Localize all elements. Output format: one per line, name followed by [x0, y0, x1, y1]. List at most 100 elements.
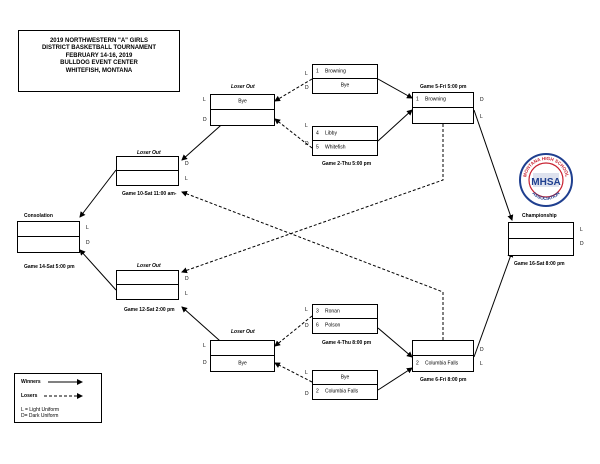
game-5-label: Game 5-Fri 5:00 pm: [420, 84, 467, 90]
consolation-heading: Consolation: [24, 213, 53, 219]
championship-top-slot: [509, 223, 573, 239]
game-2-top-uniform: L: [305, 123, 308, 129]
win-g3-to-g6: [377, 327, 413, 358]
game-1-bottom-uniform: D: [305, 85, 309, 91]
loser-out-1-heading: Loser Out: [231, 84, 255, 90]
game-12-heading: Loser Out: [137, 263, 161, 269]
game-2-bottom-slot: 5 Whitefish: [313, 141, 377, 155]
game-5-bottom-slot: [413, 108, 473, 123]
game-6-bottom-seed: 2: [416, 360, 419, 366]
game-4-top-team: Bye: [340, 374, 350, 380]
championship-heading: Championship: [522, 213, 557, 219]
title-line-4: BULLDOG EVENT CENTER: [60, 60, 138, 67]
game-2-top-slot: 4 Libby: [313, 127, 377, 141]
game-2-bottom-uniform: D: [305, 141, 309, 147]
game-6-top-uniform: D: [480, 347, 484, 353]
win-g5-to-championship: [473, 109, 514, 221]
game-2-bottom-seed: 5: [316, 144, 319, 151]
championship-top-uniform: L: [580, 227, 583, 233]
game-2-top-team: Libby: [325, 130, 337, 136]
game-5-top-slot: 1 Browning: [413, 93, 473, 108]
game-10-top-slot: [117, 157, 178, 171]
game-1-box: 1 Browning Bye: [312, 64, 378, 94]
loser-out-2-top-uniform: L: [203, 343, 206, 349]
game-2-bottom-team: Whitefish: [325, 144, 346, 151]
game-10-top-uniform: D: [185, 161, 189, 167]
loser-out-1-box: Bye: [210, 94, 275, 126]
title-line-5: WHITEFISH, MONTANA: [65, 67, 133, 74]
loser-out-2-box: Bye: [210, 340, 275, 372]
game-2-box: 4 Libby 5 Whitefish: [312, 126, 378, 156]
game-6-bottom-slot: 2 Columbia Falls: [413, 356, 473, 371]
lose-g5-to-g12: [181, 124, 444, 274]
loser-out-1-bottom-uniform: D: [203, 117, 207, 123]
loser-out-2-bottom-slot: Bye: [211, 356, 274, 371]
loser-out-2-bottom-uniform: D: [203, 360, 207, 366]
game-3-bottom-slot: 6 Polson: [313, 319, 377, 333]
game-6-label: Game 6-Fri 8:00 pm: [420, 377, 467, 383]
game-3-top-uniform: L: [305, 307, 308, 313]
game-2-label: Game 2-Thu 5:00 pm: [322, 161, 372, 167]
game-2-top-seed: 4: [316, 130, 319, 136]
game-5-top-seed: 1: [416, 96, 419, 103]
game-4-top-uniform: L: [305, 370, 308, 376]
logo-center-text: MHSA: [531, 177, 560, 188]
legend-box: Winners Losers L = Light Uniform D= Dark…: [14, 373, 102, 423]
win-g10-to-consolation: [79, 169, 117, 218]
consolation-box: [17, 221, 80, 253]
game-12-box: [116, 270, 179, 300]
game-4-box: Bye 2 Columbia Falls: [312, 370, 378, 400]
game-12-top-slot: [117, 271, 178, 285]
game-1-bottom-slot: Bye: [313, 79, 377, 93]
game-3-bottom-team: Polson: [325, 322, 341, 329]
championship-label: Game 16-Sat 8:00 pm: [514, 261, 565, 267]
consolation-top-slot: [18, 222, 79, 237]
game-1-top-slot: 1 Browning: [313, 65, 377, 79]
consolation-label: Game 14-Sat 5:00 pm: [24, 264, 75, 270]
win-g12-to-consolation: [79, 249, 117, 291]
title-line-3: FEBRUARY 14-16, 2019: [65, 52, 133, 59]
game-12-label: Game 12-Sat 2:00 pm: [124, 307, 175, 313]
game-4-top-slot: Bye: [313, 371, 377, 385]
win-g1-to-g5: [377, 78, 413, 99]
game-3-box: 3 Ronan 6 Polson: [312, 304, 378, 334]
tournament-title: 2019 NORTHWESTERN "A" GIRLS DISTRICT BAS…: [18, 30, 180, 92]
title-line-1: 2019 NORTHWESTERN "A" GIRLS: [49, 38, 149, 44]
game-12-bottom-uniform: L: [185, 291, 188, 297]
game-10-label: Game 10-Sat 11:00 am-: [122, 191, 177, 197]
game-3-top-seed: 3: [316, 308, 319, 314]
loser-out-2-heading: Loser Out: [231, 329, 255, 335]
game-3-top-team: Ronan: [325, 308, 340, 314]
championship-bottom-uniform: D: [580, 241, 584, 247]
consolation-bottom-slot: [18, 237, 79, 252]
game-3-top-slot: 3 Ronan: [313, 305, 377, 319]
legend-winners-label: Winners: [21, 379, 41, 385]
title-line-2: DISTRICT BASKETBALL TOURNAMENT: [41, 45, 157, 52]
game-4-bottom-seed: 2: [316, 388, 319, 395]
win-g4-to-g6: [377, 367, 413, 391]
game-4-bottom-slot: 2 Columbia Falls: [313, 385, 377, 399]
game-5-bottom-uniform: L: [480, 114, 483, 120]
game-12-bottom-slot: [117, 285, 178, 299]
game-5-top-uniform: D: [480, 97, 484, 103]
game-1-top-team: Browning: [325, 68, 346, 74]
game-10-bottom-slot: [117, 171, 178, 185]
game-4-bottom-team: Columbia Falls: [325, 388, 359, 395]
loser-out-1-bottom-slot: [211, 110, 274, 125]
legend-light-note: L = Light Uniform: [21, 407, 60, 413]
game-3-bottom-seed: 6: [316, 322, 319, 329]
game-10-box: [116, 156, 179, 186]
game-12-top-uniform: D: [185, 276, 189, 282]
game-5-box: 1 Browning: [412, 92, 474, 124]
game-1-top-seed: 1: [316, 68, 319, 74]
win-g6-to-championship: [473, 251, 514, 358]
game-6-top-slot: [413, 341, 473, 356]
game-1-bottom-team: Bye: [340, 82, 350, 89]
mhsa-logo-icon: MONTANA HIGH SCHOOL ASSOCIATION MHSA: [519, 153, 573, 207]
legend-dark-note: D= Dark Uniform: [21, 413, 59, 419]
game-6-bottom-uniform: L: [480, 361, 483, 367]
lose-g2-to-lo1: [274, 118, 313, 149]
championship-bottom-slot: [509, 239, 573, 255]
consolation-bottom-uniform: D: [86, 240, 90, 246]
consolation-top-uniform: L: [86, 225, 89, 231]
